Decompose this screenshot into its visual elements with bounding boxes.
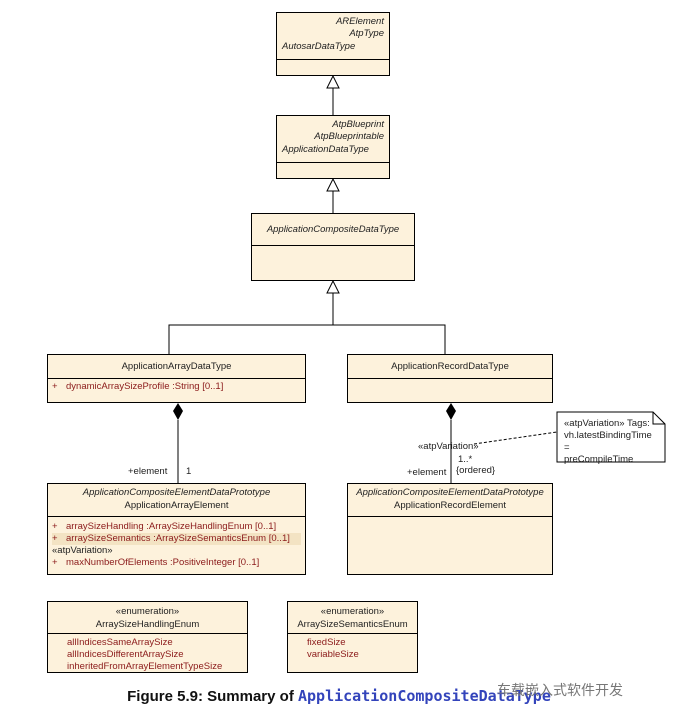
stereotype-label: AtpBlueprint <box>332 119 384 130</box>
enum-literal: inheritedFromArrayElementTypeSize <box>67 661 223 672</box>
class-application-record-data-type: ApplicationRecordDataType <box>347 354 553 403</box>
enum-array-size-semantics: «enumeration» ArraySizeSemanticsEnum fix… <box>287 601 418 673</box>
stereotype-label: AtpBlueprintable <box>314 131 384 142</box>
watermark-text: 车载嵌入式软件开发 <box>497 682 623 698</box>
class-header: ApplicationArrayDataType <box>48 355 305 379</box>
caption-code: ApplicationCompositeDataType <box>298 687 551 705</box>
stereotype-label: «enumeration» <box>115 606 180 617</box>
caption-prefix: Figure 5.9: Summary of <box>127 688 294 705</box>
role-label: +element <box>407 467 447 478</box>
stereotype-label: «enumeration» <box>320 606 385 617</box>
class-application-array-element: ApplicationCompositeElementDataPrototype… <box>47 483 306 575</box>
class-header: ARElement AtpType AutosarDataType <box>277 13 389 60</box>
class-autosar-data-type: ARElement AtpType AutosarDataType <box>276 12 390 76</box>
class-application-composite-data-type: ApplicationCompositeDataType <box>251 213 415 281</box>
composition-diamond-icon <box>173 403 183 420</box>
class-application-data-type: AtpBlueprint AtpBlueprintable Applicatio… <box>276 115 390 179</box>
stereotype-label: ApplicationCompositeElementDataPrototype <box>356 487 544 498</box>
inheritance-arrow-icon <box>326 177 340 192</box>
class-name: ApplicationArrayDataType <box>121 361 232 372</box>
inheritance-arrow-icon <box>326 279 340 294</box>
enum-literal: fixedSize <box>307 637 346 648</box>
class-header: «enumeration» ArraySizeSemanticsEnum <box>288 602 417 634</box>
attribute-section: +arraySizeHandling :ArraySizeHandlingEnu… <box>48 517 305 571</box>
class-header: ApplicationRecordDataType <box>348 355 552 379</box>
class-header: AtpBlueprint AtpBlueprintable Applicatio… <box>277 116 389 163</box>
class-application-array-data-type: ApplicationArrayDataType +dynamicArraySi… <box>47 354 306 403</box>
role-label: +element <box>128 466 168 477</box>
variation-stereotype: «atpVariation» <box>52 545 113 556</box>
inheritance-arrow-icon <box>326 74 340 89</box>
note-line: vh.latestBindingTime = <box>564 430 652 453</box>
composition-diamond-icon <box>446 403 456 420</box>
class-name: AutosarDataType <box>282 41 356 52</box>
enum-literal: allIndicesSameArraySize <box>67 637 173 648</box>
attribute-row: +maxNumberOfElements :PositiveInteger [0… <box>52 557 260 568</box>
attribute-section: +dynamicArraySizeProfile :String [0..1] <box>48 379 305 395</box>
class-name: ApplicationArrayElement <box>124 500 229 511</box>
attribute-row: +arraySizeSemantics :ArraySizeSemanticsE… <box>52 533 301 545</box>
enum-literal: allIndicesDifferentArraySize <box>67 649 184 660</box>
note-line: preCompileTime <box>564 454 634 465</box>
variation-note: «atpVariation» Tags: vh.latestBindingTim… <box>557 412 665 465</box>
stereotype-label: ApplicationCompositeElementDataPrototype <box>82 487 271 498</box>
note-line: «atpVariation» Tags: <box>564 418 650 429</box>
ordered-label: {ordered} <box>456 465 496 476</box>
note-anchor-line <box>473 431 558 445</box>
attribute-row: +dynamicArraySizeProfile :String [0..1] <box>52 381 224 392</box>
generalization-line <box>168 324 446 354</box>
attribute-row: +arraySizeHandling :ArraySizeHandlingEnu… <box>52 521 277 532</box>
figure-caption: Figure 5.9: Summary of ApplicationCompos… <box>0 687 678 705</box>
enum-name: ArraySizeSemanticsEnum <box>297 619 408 630</box>
enum-array-size-handling: «enumeration» ArraySizeHandlingEnum allI… <box>47 601 248 673</box>
enum-name: ArraySizeHandlingEnum <box>95 619 200 630</box>
class-header: ApplicationCompositeElementDataPrototype… <box>348 484 552 517</box>
stereotype-label: ARElement <box>335 16 384 27</box>
class-application-record-element: ApplicationCompositeElementDataPrototype… <box>347 483 553 575</box>
class-header: ApplicationCompositeDataType <box>252 214 414 246</box>
class-name: ApplicationDataType <box>282 144 369 155</box>
multiplicity-label: 1..* <box>458 454 473 465</box>
enum-literal: variableSize <box>307 649 359 660</box>
variation-label: «atpVariation» <box>418 441 479 452</box>
class-header: «enumeration» ArraySizeHandlingEnum <box>48 602 247 634</box>
class-name: ApplicationCompositeDataType <box>266 224 400 235</box>
stereotype-label: AtpType <box>349 28 384 39</box>
multiplicity-label: 1 <box>186 466 192 477</box>
watermark: 车载嵌入式软件开发 <box>497 680 623 700</box>
class-name: ApplicationRecordDataType <box>391 361 509 372</box>
literal-section: fixedSize variableSize <box>288 634 417 663</box>
class-name: ApplicationRecordElement <box>394 500 506 511</box>
class-header: ApplicationCompositeElementDataPrototype… <box>48 484 305 517</box>
literal-section: allIndicesSameArraySize allIndicesDiffer… <box>48 634 247 675</box>
